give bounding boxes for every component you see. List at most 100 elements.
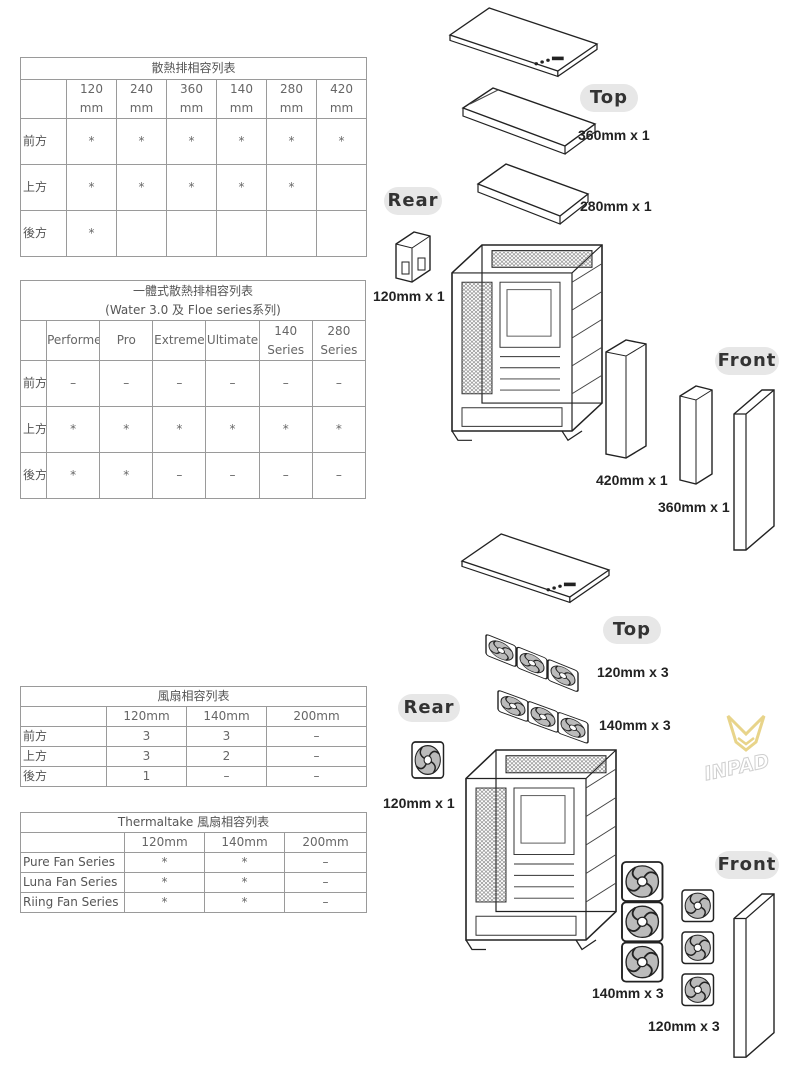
row-label: 前方	[20, 118, 67, 165]
front-label-upper: Front	[715, 347, 779, 375]
cell: *	[311, 406, 367, 453]
cell: *	[66, 164, 117, 211]
cell: 1	[106, 766, 187, 787]
rear-fan-120-label: 120mm x 1	[383, 795, 455, 811]
radiator-360-front	[679, 385, 713, 485]
aio-table-title: 一體式散熱排相容列表 (Water 3.0 及 Floe series系列)	[20, 280, 366, 321]
cell: *	[166, 118, 217, 165]
row-label: 後方	[19, 452, 48, 499]
col-header: 140mm	[204, 832, 285, 853]
cell: *	[99, 406, 154, 453]
aio-title-line: 一體式散熱排相容列表	[132, 283, 253, 298]
top-label-upper: Top	[580, 84, 638, 112]
table-row: Riing Fan Series * * –	[20, 892, 368, 913]
front-360-label: 360mm x 1	[658, 499, 730, 515]
fan-120-rear	[411, 741, 445, 779]
table-row: Pure Fan Series * * –	[20, 852, 368, 873]
row-label: 上方	[19, 406, 48, 453]
tt-fan-compat-table: Thermaltake 風扇相容列表 120mm 140mm 200mm Pur…	[19, 812, 368, 913]
cell	[166, 210, 217, 257]
cell: *	[99, 452, 154, 499]
front-fan-140-label: 140mm x 3	[592, 985, 664, 1001]
rear-120-label: 120mm x 1	[373, 288, 445, 304]
table-row: 上方 3 2 –	[20, 746, 368, 767]
row-label: 後方	[20, 210, 67, 257]
cell: –	[311, 360, 367, 407]
fan-120x3-top	[485, 633, 579, 693]
cell: *	[315, 118, 368, 165]
table-row: 前方 – – – – – –	[19, 360, 367, 407]
col-header: Performer	[46, 320, 101, 361]
cell: –	[205, 452, 260, 499]
cell: *	[216, 118, 267, 165]
col-header: Ultimate	[205, 320, 260, 361]
front-panel-lower	[733, 893, 775, 1058]
cell: *	[216, 164, 267, 211]
case-chassis-lower	[465, 749, 617, 951]
front-420-label: 420mm x 1	[596, 472, 668, 488]
cell: –	[205, 360, 260, 407]
fan-120x3-front	[681, 889, 715, 1007]
col-header: 120mm	[106, 706, 187, 727]
rear-label-upper: Rear	[384, 187, 442, 215]
cell: –	[311, 452, 367, 499]
cell: *	[66, 210, 117, 257]
inpad-logo: INPAD	[700, 712, 790, 786]
case-chassis-upper	[451, 244, 603, 442]
cell: *	[46, 452, 101, 499]
cell: *	[266, 164, 317, 211]
col-header: 120mm	[124, 832, 205, 853]
upper-top-panel	[449, 7, 598, 78]
lower-top-panel	[461, 533, 610, 604]
rear-label-lower: Rear	[398, 694, 460, 722]
radiator-360-top	[461, 87, 597, 155]
front-fan-120-label: 120mm x 3	[648, 1018, 720, 1034]
top-280-label: 280mm x 1	[580, 198, 652, 214]
cell: –	[283, 892, 368, 913]
cell: –	[46, 360, 101, 407]
radiator-280-top	[476, 163, 590, 225]
col-header: 200mm	[265, 706, 368, 727]
table-row: 後方 *	[20, 210, 368, 257]
radiator-120-rear	[395, 231, 431, 283]
table-row: 後方 1 – –	[20, 766, 368, 787]
front-label-lower: Front	[715, 851, 779, 879]
row-label: Luna Fan Series	[20, 872, 125, 893]
top-360-label: 360mm x 1	[578, 127, 650, 143]
cell	[315, 210, 368, 257]
cell: *	[152, 406, 207, 453]
fan-compat-table-body: 風扇相容列表 120mm 140mm 200mm 前方 3 3 – 上方 3 2…	[19, 686, 368, 787]
fan-140x3-top	[497, 689, 589, 745]
fan-table-title: 風扇相容列表	[19, 686, 368, 707]
table-row: 後方 * * – – – –	[19, 452, 367, 499]
tt-fan-table-title: Thermaltake 風扇相容列表	[19, 812, 368, 833]
row-label: 後方	[20, 766, 107, 787]
top-fan-120-label: 120mm x 3	[597, 664, 669, 680]
cell	[216, 210, 267, 257]
radiator-420-front	[605, 339, 647, 459]
cell: –	[258, 360, 313, 407]
front-panel-upper	[733, 389, 775, 551]
cell: –	[265, 766, 368, 787]
row-label: 上方	[20, 164, 67, 211]
table-row: 上方 * * * * *	[20, 164, 368, 211]
cell: *	[124, 892, 205, 913]
top-fan-140-label: 140mm x 3	[599, 717, 671, 733]
col-header: Pro	[99, 320, 154, 361]
fan-140x3-front	[621, 861, 664, 983]
table-row: Luna Fan Series * * –	[20, 872, 368, 893]
cell	[315, 164, 368, 211]
cell: *	[258, 406, 313, 453]
col-header: 200mm	[283, 832, 368, 853]
top-label-lower: Top	[603, 616, 661, 644]
inpad-logo-mark: INPAD	[702, 714, 772, 786]
cell	[266, 210, 317, 257]
cell: *	[116, 118, 167, 165]
aio-compat-table: 一體式散熱排相容列表 (Water 3.0 及 Floe series系列) P…	[19, 280, 367, 499]
